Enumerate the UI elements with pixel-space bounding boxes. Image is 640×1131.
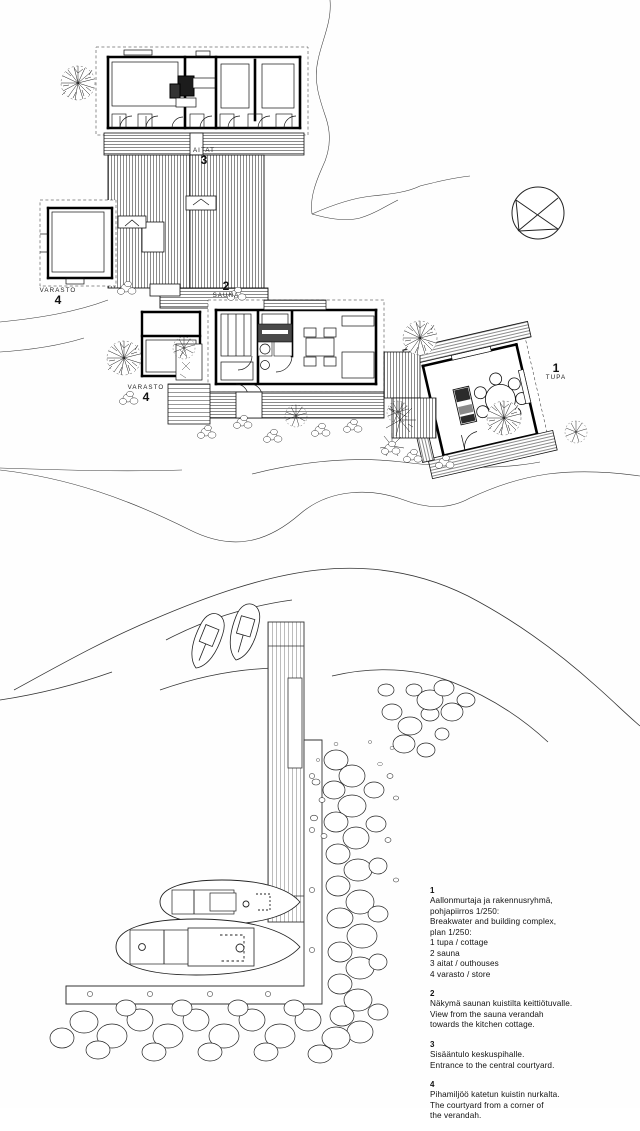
- plan-label-tupa-number: 1: [552, 361, 560, 375]
- site-decks: [263, 299, 437, 439]
- boats-upper: [191, 603, 261, 669]
- plan-label-sauna-name: SAUNA: [212, 292, 240, 299]
- plan-label-varasto-upper: VARASTO 4: [32, 287, 84, 308]
- stone-breakwater: [49, 679, 476, 1064]
- caption-4-line-1: Pihamiljöö katetun kuistin nurkalta.: [430, 1090, 560, 1100]
- caption-1: 1 Aallonmurtaja ja rakennusryhmä, pohjap…: [430, 886, 630, 980]
- caption-3: 3 Sisääntulo keskuspihalle. Entrance to …: [430, 1040, 630, 1071]
- plan-label-aitat-name: AITAT: [192, 147, 216, 154]
- caption-4-line-3: the verandah.: [430, 1111, 482, 1121]
- caption-4-line-2: The courtyard from a corner of: [430, 1100, 544, 1110]
- architectural-drawing: [0, 0, 640, 1064]
- site-vegetation: [60, 65, 588, 469]
- caption-2-line-2: View from the sauna verandah: [430, 1009, 544, 1019]
- caption-2-line-1: Näkymä saunan kuistilta keittiötuvalle.: [430, 999, 573, 1009]
- site-contours: [0, 0, 471, 472]
- caption-block: 1 Aallonmurtaja ja rakennusryhmä, pohjap…: [430, 886, 630, 1131]
- plan-label-varasto-lower: VARASTO 4: [120, 384, 172, 405]
- caption-1-line-3: Breakwater and building complex,: [430, 917, 557, 927]
- caption-3-line-2: Entrance to the central courtyard.: [430, 1060, 555, 1070]
- caption-3-number: 3: [430, 1039, 435, 1049]
- plan-label-varasto-lower-name: VARASTO: [127, 384, 165, 391]
- caption-1-line-5: 1 tupa / cottage: [430, 938, 489, 948]
- boats-moored: [115, 879, 301, 976]
- caption-1-line-4: plan 1/250:: [430, 927, 472, 937]
- compass-rose: [511, 186, 565, 240]
- plan-label-varasto-lower-number: 4: [142, 390, 150, 405]
- building-aitat: [95, 46, 309, 170]
- caption-4: 4 Pihamiljöö katetun kuistin nurkalta. T…: [430, 1080, 630, 1122]
- water-marks: [315, 740, 395, 767]
- caption-1-number: 1: [430, 886, 435, 895]
- caption-2-number: 2: [430, 989, 435, 999]
- building-sauna: [167, 299, 385, 425]
- plan-label-tupa-name: TUPA: [545, 374, 567, 381]
- caption-1-line-2: pohjapiirros 1/250:: [430, 906, 500, 916]
- harbour-shoreline: [0, 567, 640, 743]
- caption-1-line-1: Aallonmurtaja ja rakennusryhmä,: [430, 896, 553, 906]
- caption-3-line-1: Sisääntulo keskuspihalle.: [430, 1050, 525, 1060]
- caption-1-line-6: 2 sauna: [430, 948, 460, 958]
- plan-label-sauna: 2 SAUNA: [204, 280, 248, 299]
- site-contours-lower: [0, 459, 640, 543]
- caption-4-number: 4: [430, 1080, 435, 1090]
- breakwater-deck: [65, 739, 323, 1005]
- plan-label-varasto-upper-number: 4: [54, 293, 62, 308]
- plan-label-tupa: 1 TUPA: [538, 362, 574, 381]
- building-varasto-upper: [39, 199, 117, 287]
- plan-label-aitat: AITAT 3: [186, 147, 222, 168]
- caption-2: 2 Näkymä saunan kuistilta keittiötuvalle…: [430, 989, 630, 1031]
- pier: [267, 621, 305, 923]
- caption-2-line-3: towards the kitchen cottage.: [430, 1020, 535, 1030]
- plan-label-varasto-upper-name: VARASTO: [39, 287, 77, 294]
- caption-1-line-8: 4 varasto / store: [430, 969, 491, 979]
- caption-1-line-7: 3 aitat / outhouses: [430, 959, 499, 969]
- plan-label-sauna-number: 2: [222, 279, 230, 293]
- plan-label-aitat-number: 3: [200, 153, 208, 168]
